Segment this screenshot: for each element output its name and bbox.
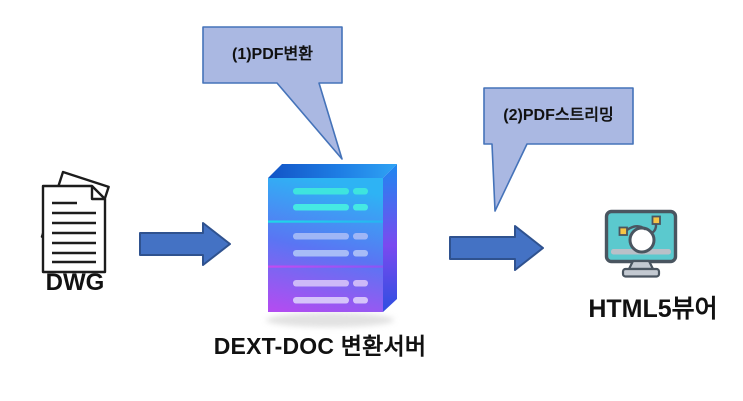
server-shadow: [266, 313, 394, 327]
monitor-stand-neck: [627, 259, 655, 271]
callout-1-label: (1)PDF변환: [232, 46, 313, 64]
server-label: DEXT-DOC 변환서버: [213, 333, 427, 360]
page-fold-corner: [90, 186, 105, 201]
cad-circle: [628, 226, 656, 254]
cad-node-2: [651, 215, 661, 225]
right-arrow-icon-1: [139, 222, 231, 266]
server-divider-1: [268, 220, 383, 223]
right-arrow-icon-2: [449, 225, 544, 271]
server-side-face: [383, 164, 397, 312]
callout-bubble-1: [202, 26, 343, 160]
cad-curve-2: [650, 222, 658, 235]
callout-2-label: (2)PDF스트리밍: [503, 107, 614, 125]
cad-node-1: [618, 226, 628, 236]
server-top-face: [268, 164, 397, 178]
viewer-label: HTML5뷰어: [588, 295, 718, 324]
monitor-cad-icon: [604, 209, 678, 278]
page-text-lines: [52, 201, 96, 264]
front-page: [41, 184, 107, 274]
dwg-label: DWG: [45, 268, 105, 296]
server-front-face: [268, 178, 383, 312]
monitor-stand-base: [621, 267, 661, 278]
server-divider-2: [268, 265, 383, 268]
cad-curve-1: [625, 225, 647, 232]
callout-bubble-2: [483, 87, 634, 212]
server-stack-icon: [266, 164, 397, 327]
server-slot-lights: [293, 188, 368, 304]
documents-icon: [40, 170, 110, 274]
